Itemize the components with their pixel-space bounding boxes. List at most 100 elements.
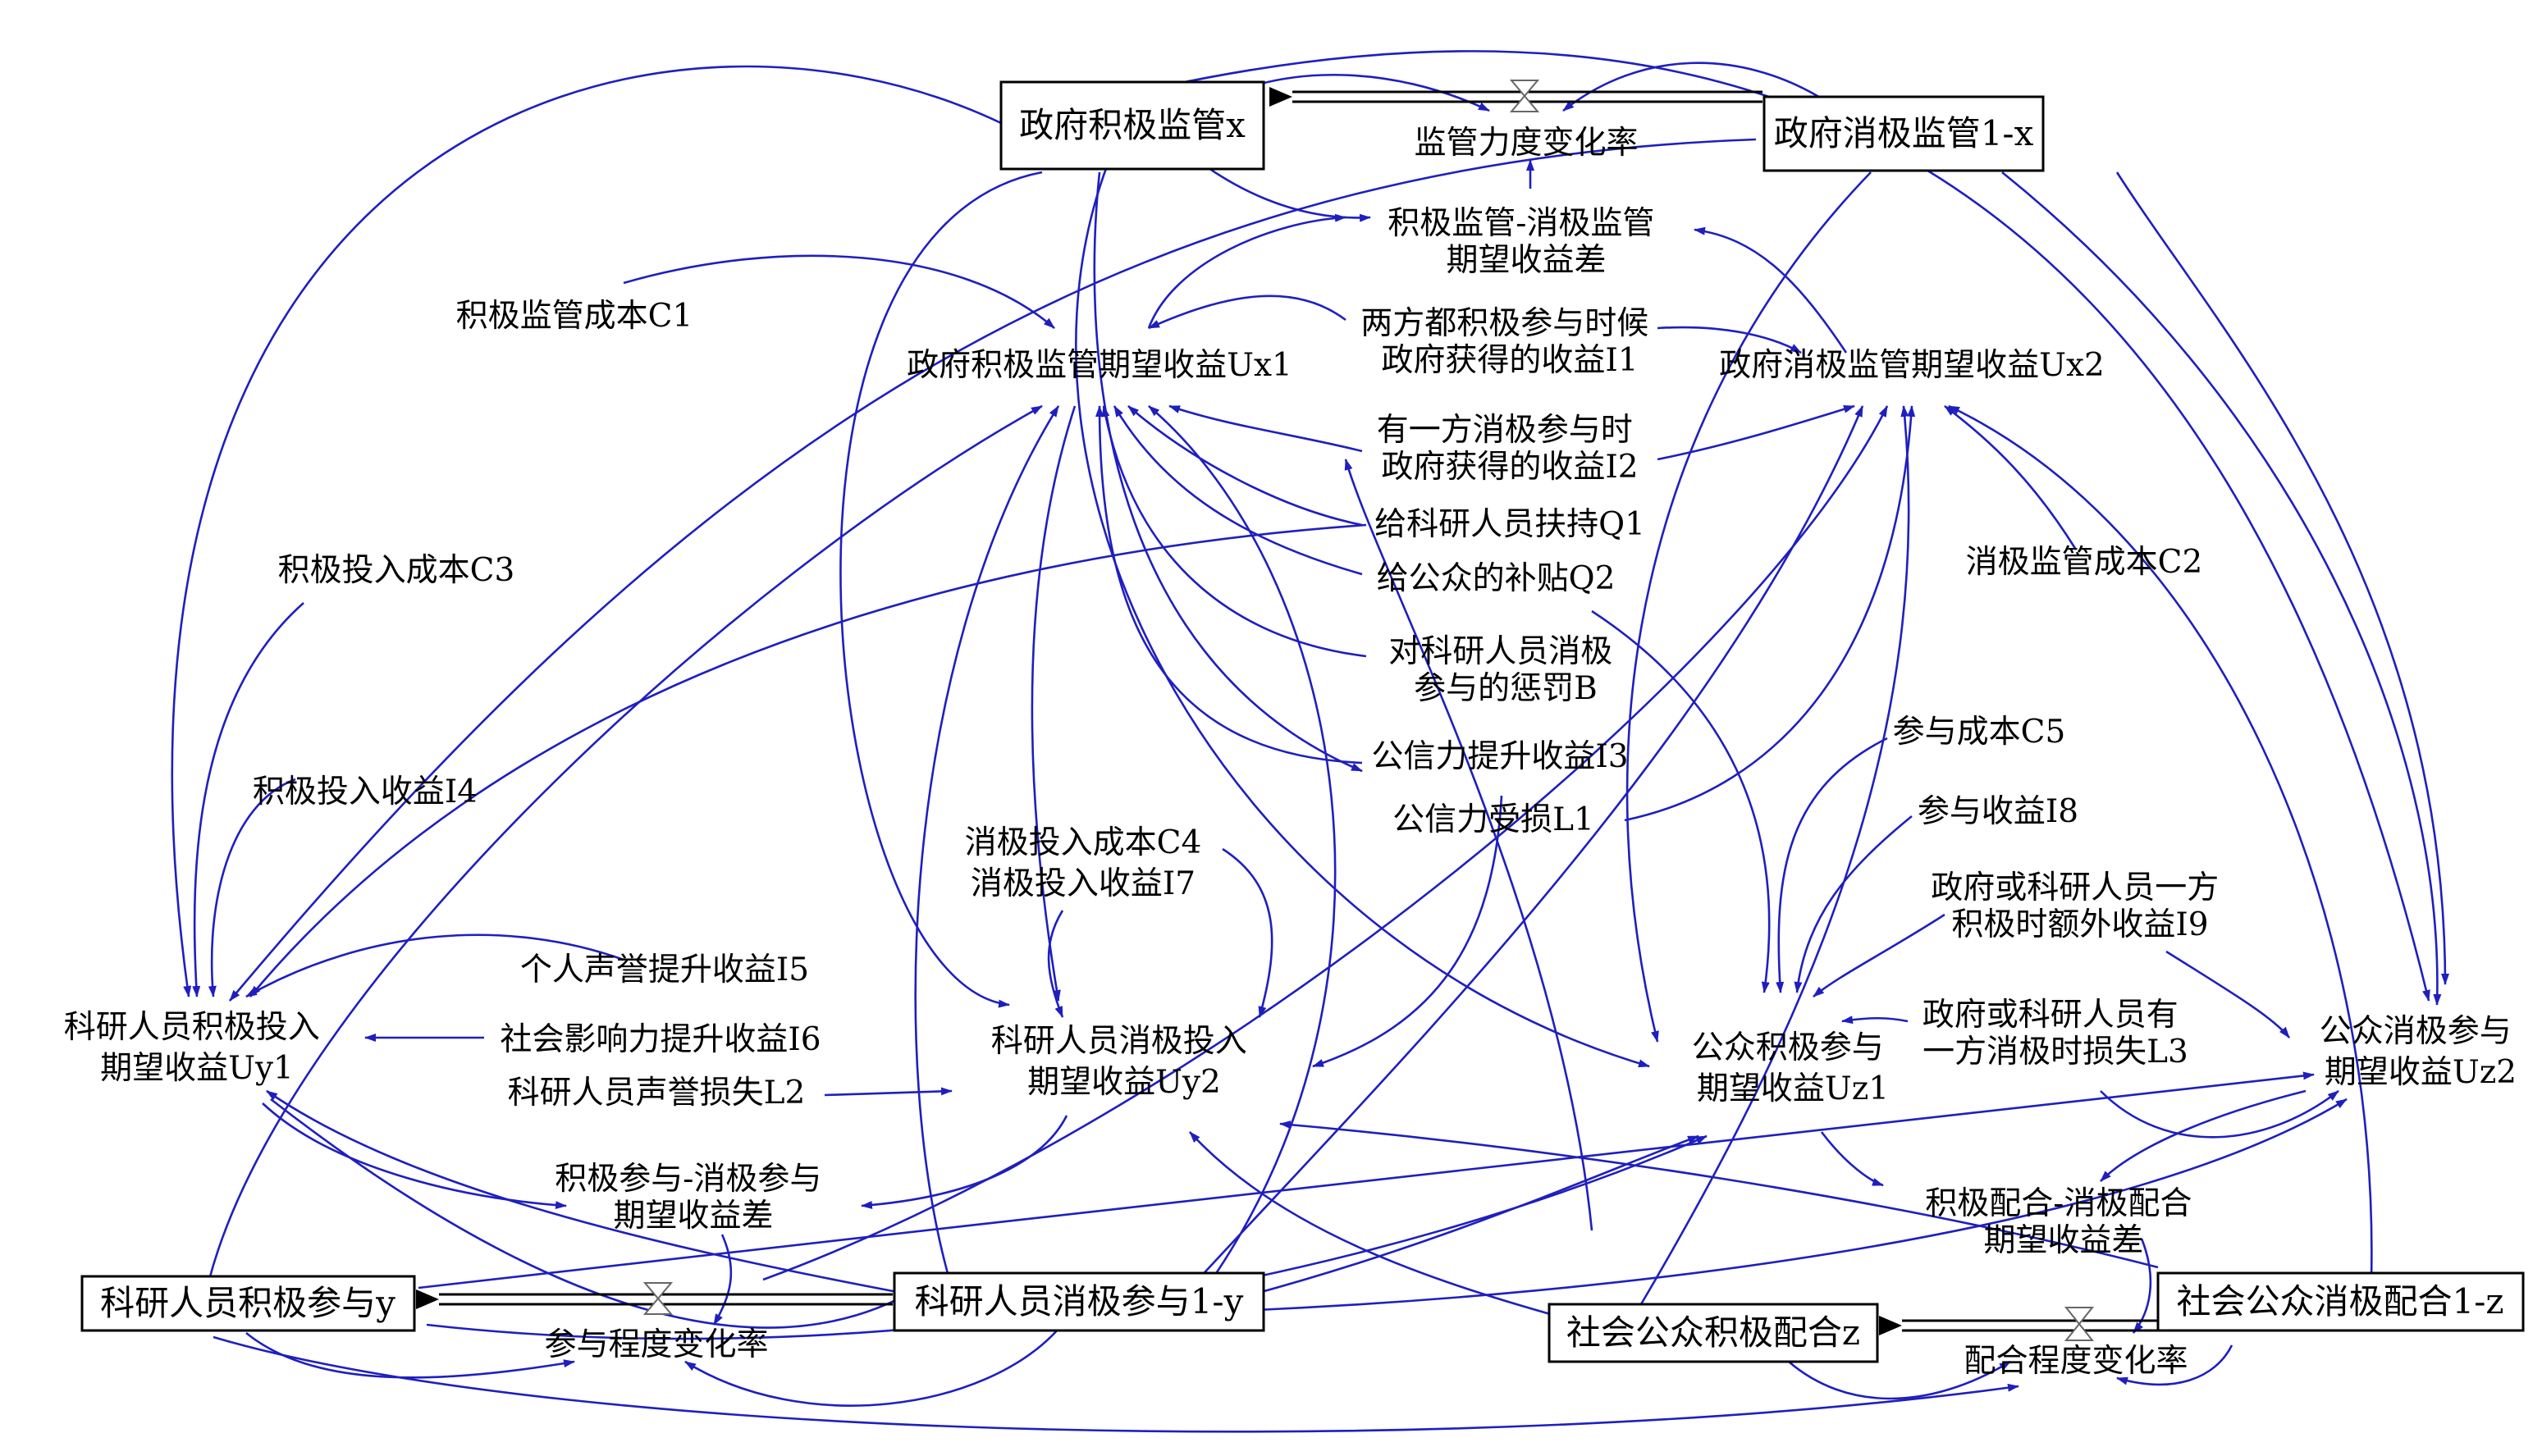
link-i3-to-ux1: [1095, 405, 1363, 765]
var-ux2: 政府消极监管期望收益Ux2: [1719, 347, 2105, 384]
link-res-pos-to-rate-y: [245, 1331, 575, 1379]
link-uy1-curve: [270, 1098, 920, 1329]
link-q1-to-uy1: [249, 523, 1367, 997]
var-l3: 政府或科研人员有 一方消极时损失L3: [1923, 997, 2188, 1070]
stock-gov-positive-label: 政府积极监管x: [1019, 105, 1246, 145]
link-res-neg-loop-1: [1148, 405, 1337, 1289]
link-res-neg-to-uz2: [1197, 1098, 2348, 1314]
var-i6: 社会影响力提升收益I6: [500, 1021, 821, 1058]
stock-gov-negative-label: 政府消极监管1-x: [1774, 113, 2034, 153]
link-l3-to-uz1: [1841, 1016, 1909, 1025]
var-i3: 公信力提升收益I3: [1371, 738, 1628, 775]
link-gov-pos-to-uy1: [839, 171, 1043, 1008]
link-q2-to-uz1: [1591, 609, 1771, 993]
valve-rate-x: [1509, 80, 1540, 112]
link-i1-to-ux1: [1148, 294, 1346, 330]
link-res-neg-to-uy1: [266, 1089, 920, 1298]
link-i5-to-uy1: [245, 933, 624, 998]
link-gov-neg-to-ux2: [2115, 171, 2449, 985]
var-q1: 给科研人员扶持Q1: [1374, 506, 1645, 543]
link-i7-to-uy2: [1047, 910, 1064, 1018]
var-i9: 政府或科研人员一方 积极时额外收益I9: [1931, 869, 2229, 943]
var-l2: 科研人员声誉损失L2: [508, 1075, 806, 1111]
link-diff-to-rate-y: [712, 1234, 733, 1326]
rates: 监管力度变化率 参与程度变化率 配合程度变化率: [544, 125, 2188, 1380]
link-ux1-to-diff: [1147, 213, 1346, 329]
auxiliary-variables: 积极监管-消极监管 期望收益差 政府积极监管期望收益Ux1 政府消极监管期望收益…: [64, 205, 2521, 1259]
link-q2-to-ux1: [1113, 405, 1363, 576]
stocks: 政府积极监管x 政府消极监管1-x 科研人员积极参与y 科研人员消极参与1-y …: [80, 80, 2525, 1363]
var-i1: 两方都积极参与时候 政府获得的收益I1: [1360, 305, 1658, 379]
var-i8: 参与收益I8: [1918, 793, 2078, 830]
flow-arrow-pub: [1879, 1316, 1902, 1335]
link-pub-neg-to-rate-z: [2116, 1344, 2233, 1386]
var-diff-res: 积极参与-消极参与 期望收益差: [555, 1161, 832, 1235]
link-pub-neg-to-ux2: [1948, 404, 2373, 1280]
var-c3: 积极投入成本C3: [278, 552, 515, 589]
link-l2-to-uy2: [824, 1087, 953, 1097]
stock-res-positive-label: 科研人员积极参与y: [100, 1283, 395, 1323]
link-i9-to-uz2: [2165, 950, 2291, 1038]
link-pub-pos-to-rate-z: [1788, 1360, 2011, 1400]
link-i2-to-ux1: [1168, 404, 1363, 453]
flow-arrow-res: [416, 1289, 439, 1309]
link-i9-to-uz1: [1813, 913, 1945, 997]
link-i3-to-uy2: [1312, 795, 1503, 1068]
var-i7: 消极投入收益I7: [971, 865, 1196, 902]
link-res-pos-to-uz2: [418, 1071, 2315, 1289]
link-i8-to-uz1: [1794, 815, 1913, 993]
link-gov-pos-to-uy1b: [171, 65, 1002, 997]
valve-rate-y: [642, 1282, 674, 1315]
link-res-pos-to-ux1: [208, 404, 1043, 1280]
valve-rate-z: [2064, 1307, 2095, 1341]
stock-res-negative: 科研人员消极参与1-y: [893, 1271, 1265, 1332]
link-res-neg-to-ux1: [914, 405, 1060, 1289]
link-res-neg-to-rate-y: [684, 1328, 1059, 1407]
link-c2-to-ux2: [1944, 404, 2078, 550]
stock-pub-negative: 社会公众消极配合1-z: [2156, 1271, 2525, 1332]
stock-pub-positive-label: 社会公众积极配合z: [1566, 1312, 1860, 1353]
var-uy2: 科研人员消极投入 期望收益Uy2: [991, 1023, 1257, 1101]
link-c4-to-uy2: [1222, 847, 1273, 1018]
link-q1-to-ux1: [1127, 405, 1363, 527]
link-uy1-to-diff: [262, 1102, 567, 1210]
var-b: 对科研人员消极 参与的惩罚B: [1388, 633, 1622, 707]
link-i1-to-ux2: [1657, 326, 1802, 354]
var-diff-gov: 积极监管-消极监管 期望收益差: [1388, 205, 1665, 279]
link-uy2-to-diff: [861, 1115, 1068, 1209]
stock-res-positive: 科研人员积极参与y: [80, 1275, 416, 1332]
rate-participation-label: 参与程度变化率: [544, 1326, 768, 1363]
link-uz2-to-diff: [2100, 1089, 2307, 1182]
causal-links: [171, 50, 2449, 1433]
link-ux1-loop-1: [1031, 405, 1077, 1002]
link-gov-pos-to-ux1: [1093, 171, 1363, 773]
link-pub-pos-to-uy2: [1189, 1131, 1560, 1318]
var-q2: 给公众的补贴Q2: [1377, 560, 1616, 597]
link-b-to-ux1: [1101, 405, 1367, 658]
link-gov-neg-to-uz1: [1625, 171, 1872, 1043]
link-ux2-to-diff: [1694, 226, 1848, 354]
var-i4: 积极投入收益I4: [253, 774, 478, 810]
stock-pub-positive: 社会公众积极配合z: [1548, 1303, 1879, 1363]
link-pub-pos-to-ux1: [1344, 459, 1593, 1231]
var-l1: 公信力受损L1: [1392, 801, 1594, 838]
link-pub-pos-to-ux2: [1639, 405, 1910, 1305]
var-c4: 消极投入成本C4: [965, 824, 1202, 861]
link-i2-to-ux2: [1657, 404, 1855, 461]
link-res-neg-to-uz1: [1230, 1134, 1699, 1302]
link-gov-neg-to-rate: [1562, 62, 1822, 112]
link-res-pos-to-rate-z: [213, 1335, 2019, 1433]
link-res-neg-to-ux2: [1197, 405, 1864, 1280]
var-diff-pub: 积极配合-消极配合 期望收益差: [1925, 1185, 2202, 1259]
rate-cooperation-label: 配合程度变化率: [1964, 1343, 2188, 1380]
var-i5: 个人声誉提升收益I5: [520, 952, 809, 988]
stock-gov-positive: 政府积极监管x: [999, 80, 1265, 171]
link-c5-to-uz1: [1776, 737, 1888, 993]
link-i4-to-uy1: [208, 778, 296, 997]
var-uz1: 公众积极参与 期望收益Uz1: [1692, 1029, 1894, 1107]
var-uz2: 公众消极参与 期望收益Uz2: [2320, 1013, 2521, 1091]
link-pub-neg-to-uy2: [1279, 1121, 2159, 1269]
link-l1-to-ux2: [1624, 405, 1916, 822]
link-gov-pos-to-uz1: [1075, 163, 1650, 1068]
